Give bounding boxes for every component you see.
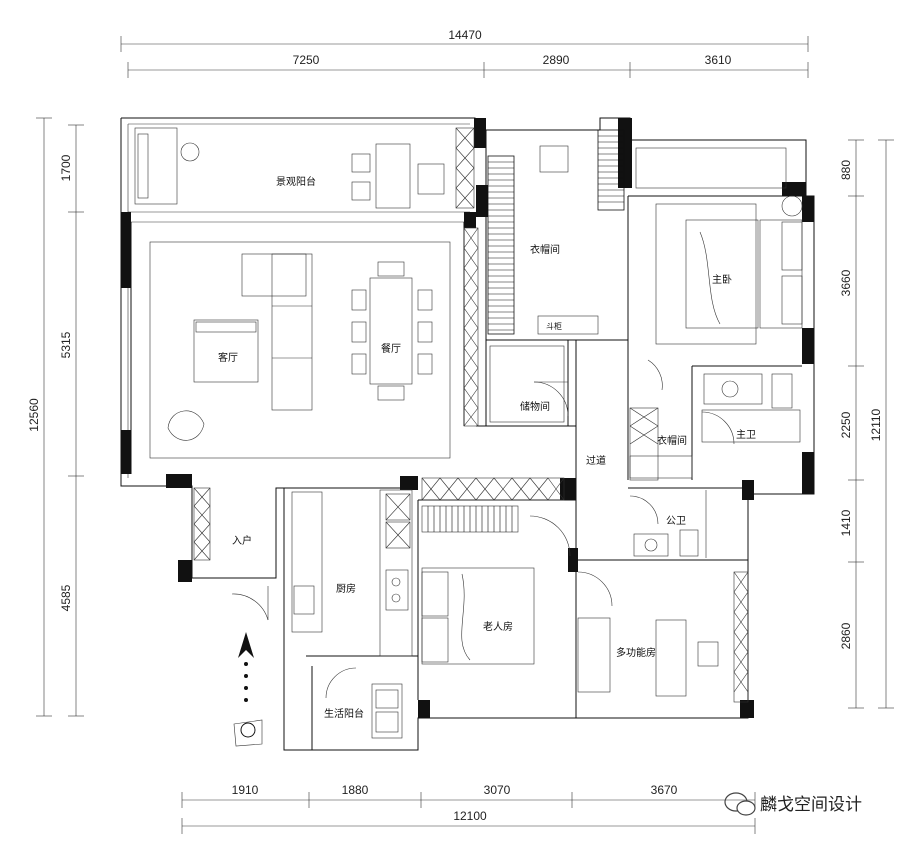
living-room-area: 客厅 xyxy=(149,241,451,459)
bottom-dimensions: 1910 1880 3070 3670 12100 xyxy=(181,783,756,834)
top-dimensions: 14470 7250 2890 3610 xyxy=(120,28,809,78)
cabinet-strip-dining xyxy=(463,227,479,427)
dim-right-total: 12110 xyxy=(869,408,883,441)
label-bench: 斗柜 xyxy=(546,321,562,331)
room-label-entrance: 入户 xyxy=(232,534,252,547)
room-label-storage: 储物间 xyxy=(520,400,550,413)
room-label-utility-balcony: 生活阳台 xyxy=(324,707,364,720)
room-label-balcony: 景观阳台 xyxy=(276,175,316,188)
storage-area: 储物间 xyxy=(489,345,569,423)
dim-left-total: 12560 xyxy=(27,398,41,432)
dim-top-seg-1: 7250 xyxy=(293,53,320,67)
room-label-public-bath: 公卫 xyxy=(666,516,686,527)
right-dimensions: 880 3660 2250 1410 2860 12110 xyxy=(839,139,894,709)
person-figure-icon xyxy=(233,719,263,747)
room-label-dining: 餐厅 xyxy=(381,342,401,355)
dim-bottom-seg-4: 3670 xyxy=(651,783,678,797)
dim-top-total: 14470 xyxy=(448,28,482,42)
dim-bottom-seg-2: 1880 xyxy=(342,783,369,797)
dim-bottom-seg-3: 3070 xyxy=(484,783,511,797)
walls xyxy=(120,117,815,751)
utility-balcony-area: 生活阳台 xyxy=(324,667,403,739)
room-label-kitchen: 厨房 xyxy=(336,582,356,595)
public-bath-area: 公卫 xyxy=(629,490,707,558)
room-label-master-bedroom: 主卧 xyxy=(712,273,732,286)
dim-bottom-total: 12100 xyxy=(453,809,487,823)
kitchen-area: 厨房 xyxy=(291,489,413,657)
master-bath-area: 衣帽间 主卫 xyxy=(629,359,801,481)
dim-left-seg-1: 1700 xyxy=(59,154,73,181)
room-label-living: 客厅 xyxy=(218,351,238,364)
dim-top-seg-2: 2890 xyxy=(543,53,570,67)
room-label-multi: 多功能房 xyxy=(616,646,656,659)
elder-room-area: 老人房 xyxy=(421,505,571,665)
watermark-text: 麟戈空间设计 xyxy=(760,795,862,815)
dim-top-seg-3: 3610 xyxy=(705,53,732,67)
dim-bottom-seg-1: 1910 xyxy=(232,783,259,797)
interior-partitions xyxy=(130,130,802,750)
room-label-cloakroom-2: 衣帽间 xyxy=(657,434,687,447)
cabinet-strip-corridor xyxy=(421,477,565,501)
dim-left-seg-2: 5315 xyxy=(59,331,73,358)
left-dimensions: 12560 1700 5315 4585 xyxy=(27,117,84,717)
dining-area: 餐厅 xyxy=(351,261,433,401)
balcony-area: 景观阳台 xyxy=(134,127,475,209)
entry-arrow-icon xyxy=(238,632,254,702)
room-label-corridor: 过道 xyxy=(586,454,606,467)
dim-right-seg-2: 3660 xyxy=(839,269,853,296)
dim-right-seg-1: 880 xyxy=(839,160,853,180)
dim-left-seg-3: 4585 xyxy=(59,584,73,611)
entrance-area: 入户 xyxy=(193,487,269,621)
room-label-cloakroom: 衣帽间 xyxy=(530,243,560,256)
master-bedroom-area: 主卧 xyxy=(635,147,803,345)
room-label-elder: 老人房 xyxy=(483,620,513,633)
cloakroom-area: 衣帽间 斗柜 xyxy=(487,129,625,335)
multi-room-area: 多功能房 xyxy=(577,571,749,703)
dim-right-seg-5: 2860 xyxy=(839,622,853,649)
dim-right-seg-3: 2250 xyxy=(839,411,853,438)
dim-right-seg-4: 1410 xyxy=(839,509,853,536)
watermark: 麟戈空间设计 xyxy=(724,792,862,816)
room-label-master-bath: 主卫 xyxy=(736,429,756,441)
wechat-icon xyxy=(724,792,756,816)
